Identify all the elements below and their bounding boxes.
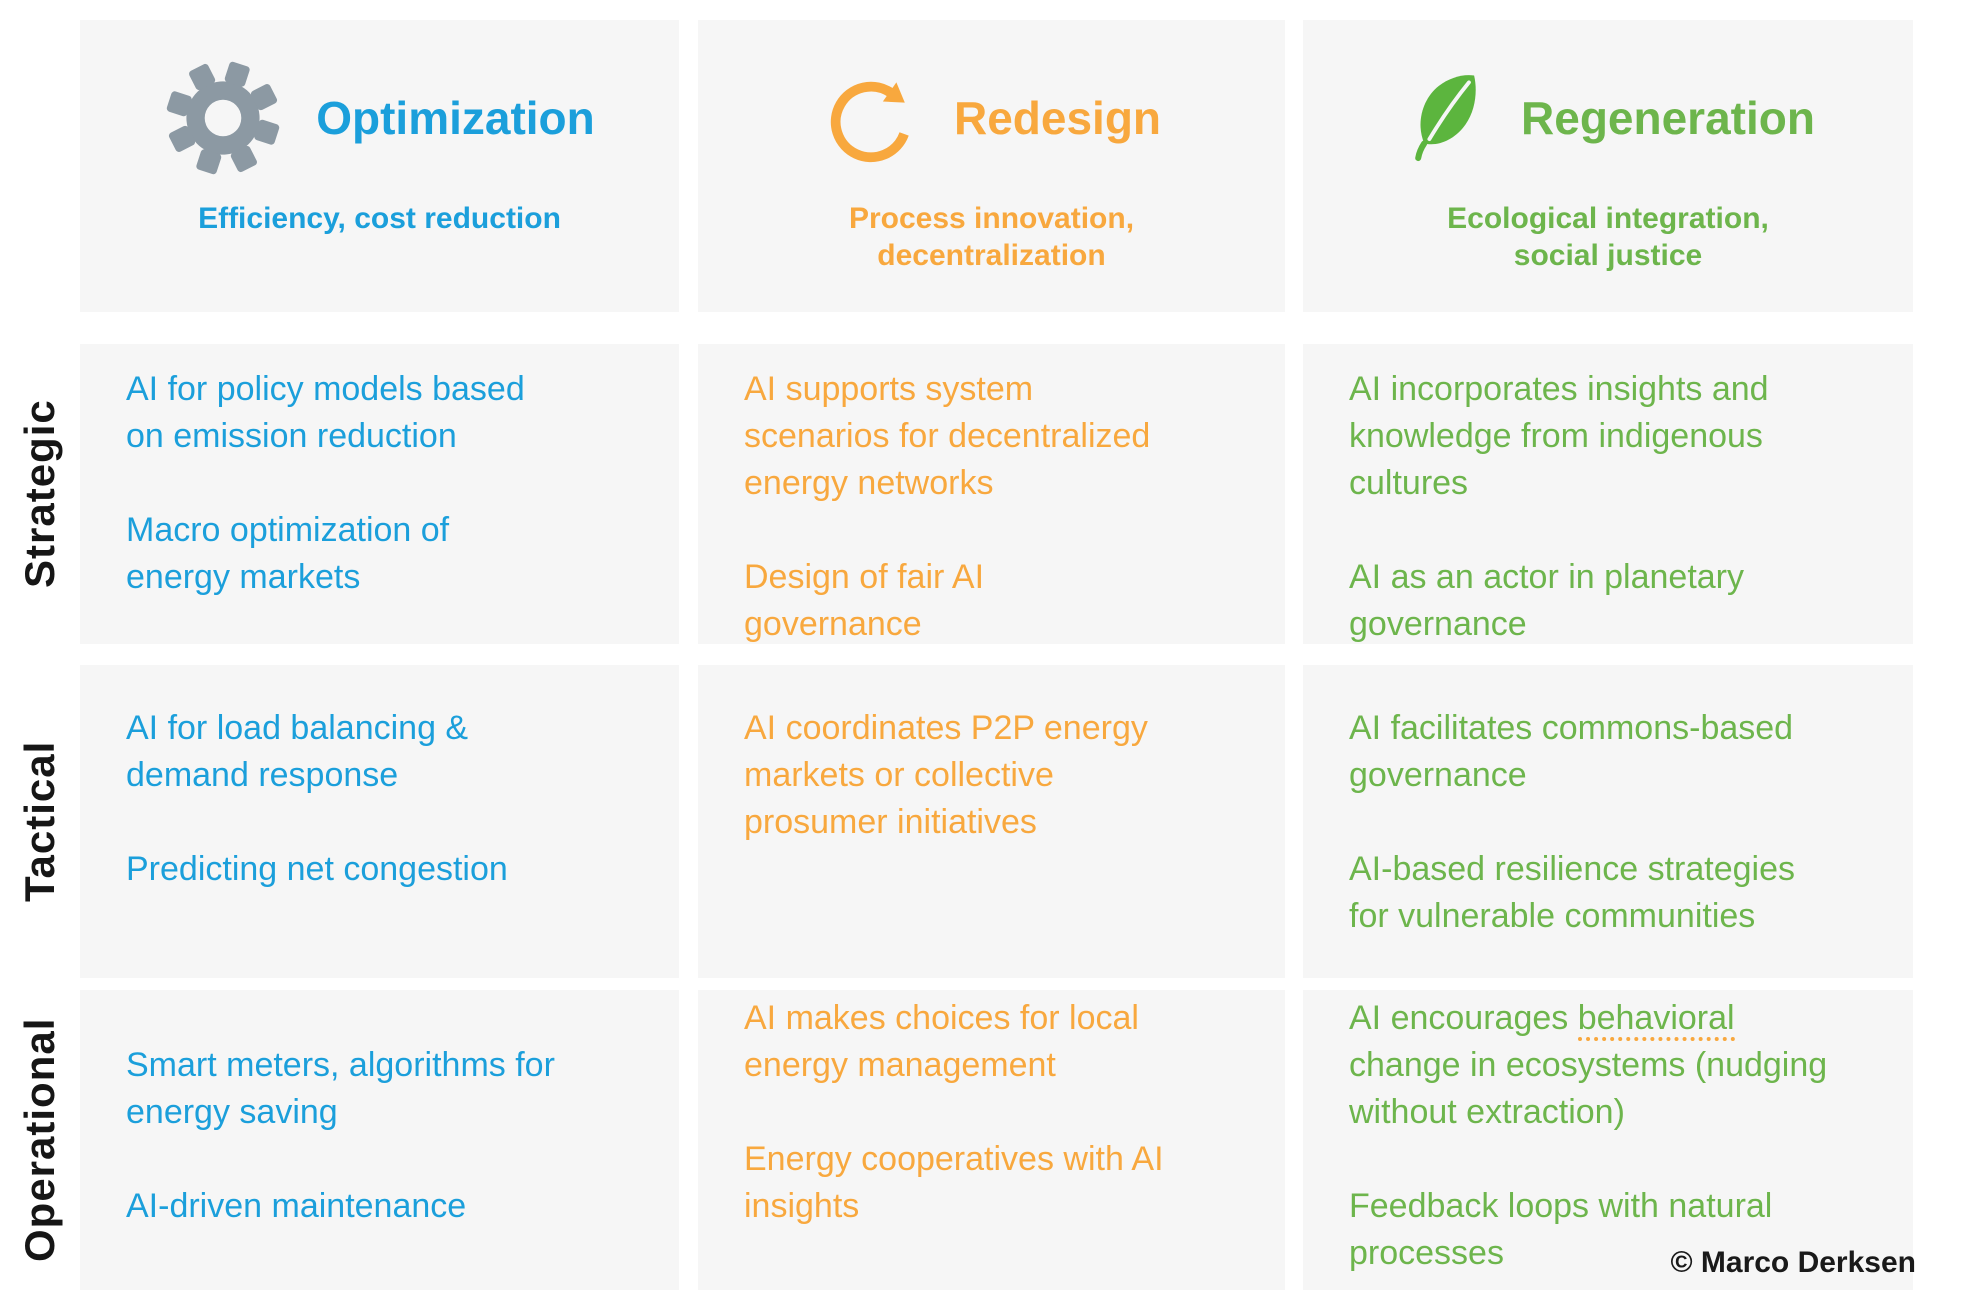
column-subtitle-regeneration: Ecological integration, social justice [1447, 200, 1769, 274]
cell-operational-redesign: AI makes choices for local energy manage… [698, 990, 1285, 1290]
column-title-regeneration: Regeneration [1521, 92, 1815, 144]
column-title-optimization: Optimization [316, 92, 595, 144]
cell-strategic-regeneration: AI incorporates insights and knowledge f… [1303, 344, 1913, 644]
row-label-strategic: Strategic [16, 399, 63, 589]
cell-item: Feedback loops with natural processes [1349, 1187, 1773, 1272]
row-label-operational: Operational [16, 1017, 63, 1263]
cell-item: AI-based resilience strategies for vulne… [1349, 850, 1796, 935]
cell-item: AI coordinates P2P energy markets or col… [744, 709, 1148, 841]
subtitle-line: decentralization [877, 239, 1106, 272]
column-header-optimization: Optimization Efficiency, cost reduction [80, 20, 679, 312]
cell-item-text: change in ecosystems (nudging without ex… [1349, 1046, 1828, 1131]
header-icon-title-row: Regeneration [1401, 44, 1815, 192]
cell-item: AI for policy models based on emission r… [126, 370, 525, 455]
cell-operational-regeneration: AI encourages behavioral change in ecosy… [1303, 990, 1913, 1290]
cycle-arrow-icon [830, 81, 909, 163]
cell-item: AI as an actor in planetary governance [1349, 558, 1745, 643]
subtitle-line: social justice [1513, 239, 1703, 272]
cell-strategic-redesign: AI supports system scenarios for decentr… [698, 344, 1285, 644]
copyright-notice: © Marco Derksen [1670, 1246, 1916, 1279]
cell-tactical-redesign: AI coordinates P2P energy markets or col… [698, 665, 1285, 978]
leaf-icon [1415, 74, 1476, 161]
spellcheck-underlined-word: behavioral [1577, 999, 1735, 1041]
cell-tactical-optimization: AI for load balancing & demand response … [80, 665, 679, 978]
cell-item: AI facilitates commons-based governance [1349, 709, 1794, 794]
cell-item: Macro optimization of energy markets [126, 511, 450, 596]
column-header-regeneration: Regeneration Ecological integration, soc… [1303, 20, 1913, 312]
column-subtitle-optimization: Efficiency, cost reduction [198, 200, 561, 237]
header-icon-title-row: Optimization [164, 44, 595, 192]
column-title-redesign: Redesign [953, 92, 1162, 144]
cell-operational-optimization: Smart meters, algorithms for energy savi… [80, 990, 679, 1290]
cell-item: Smart meters, algorithms for energy savi… [126, 1046, 555, 1131]
cell-strategic-optimization: AI for policy models based on emission r… [80, 344, 679, 644]
subtitle-line: Process innovation, [848, 202, 1135, 235]
cell-item: Predicting net congestion [126, 850, 508, 888]
cell-item: AI encourages behavioral change in ecosy… [1349, 995, 1839, 1136]
cell-item-text: AI encourages [1349, 999, 1578, 1037]
column-subtitle-redesign: Process innovation, decentralization [849, 200, 1134, 274]
gear-icon [166, 61, 280, 175]
cell-item: AI incorporates insights and knowledge f… [1349, 370, 1769, 502]
cell-item: AI supports system scenarios for decentr… [744, 370, 1151, 502]
cell-tactical-regeneration: AI facilitates commons-based governance … [1303, 665, 1913, 978]
cell-item: AI-driven maintenance [126, 1187, 467, 1225]
header-icon-title-row: Redesign [822, 44, 1161, 192]
subtitle-line: Ecological integration, [1447, 202, 1769, 235]
row-label-tactical: Tactical [16, 740, 63, 903]
cell-item: Design of fair AI governance [744, 558, 985, 643]
cell-item: AI makes choices for local energy manage… [744, 999, 1139, 1084]
subtitle-line: Efficiency, cost reduction [198, 202, 561, 235]
cell-item: Energy cooperatives with AI insights [744, 1140, 1164, 1225]
column-header-redesign: Redesign Process innovation, decentraliz… [698, 20, 1285, 312]
cell-item: AI for load balancing & demand response [126, 709, 469, 794]
